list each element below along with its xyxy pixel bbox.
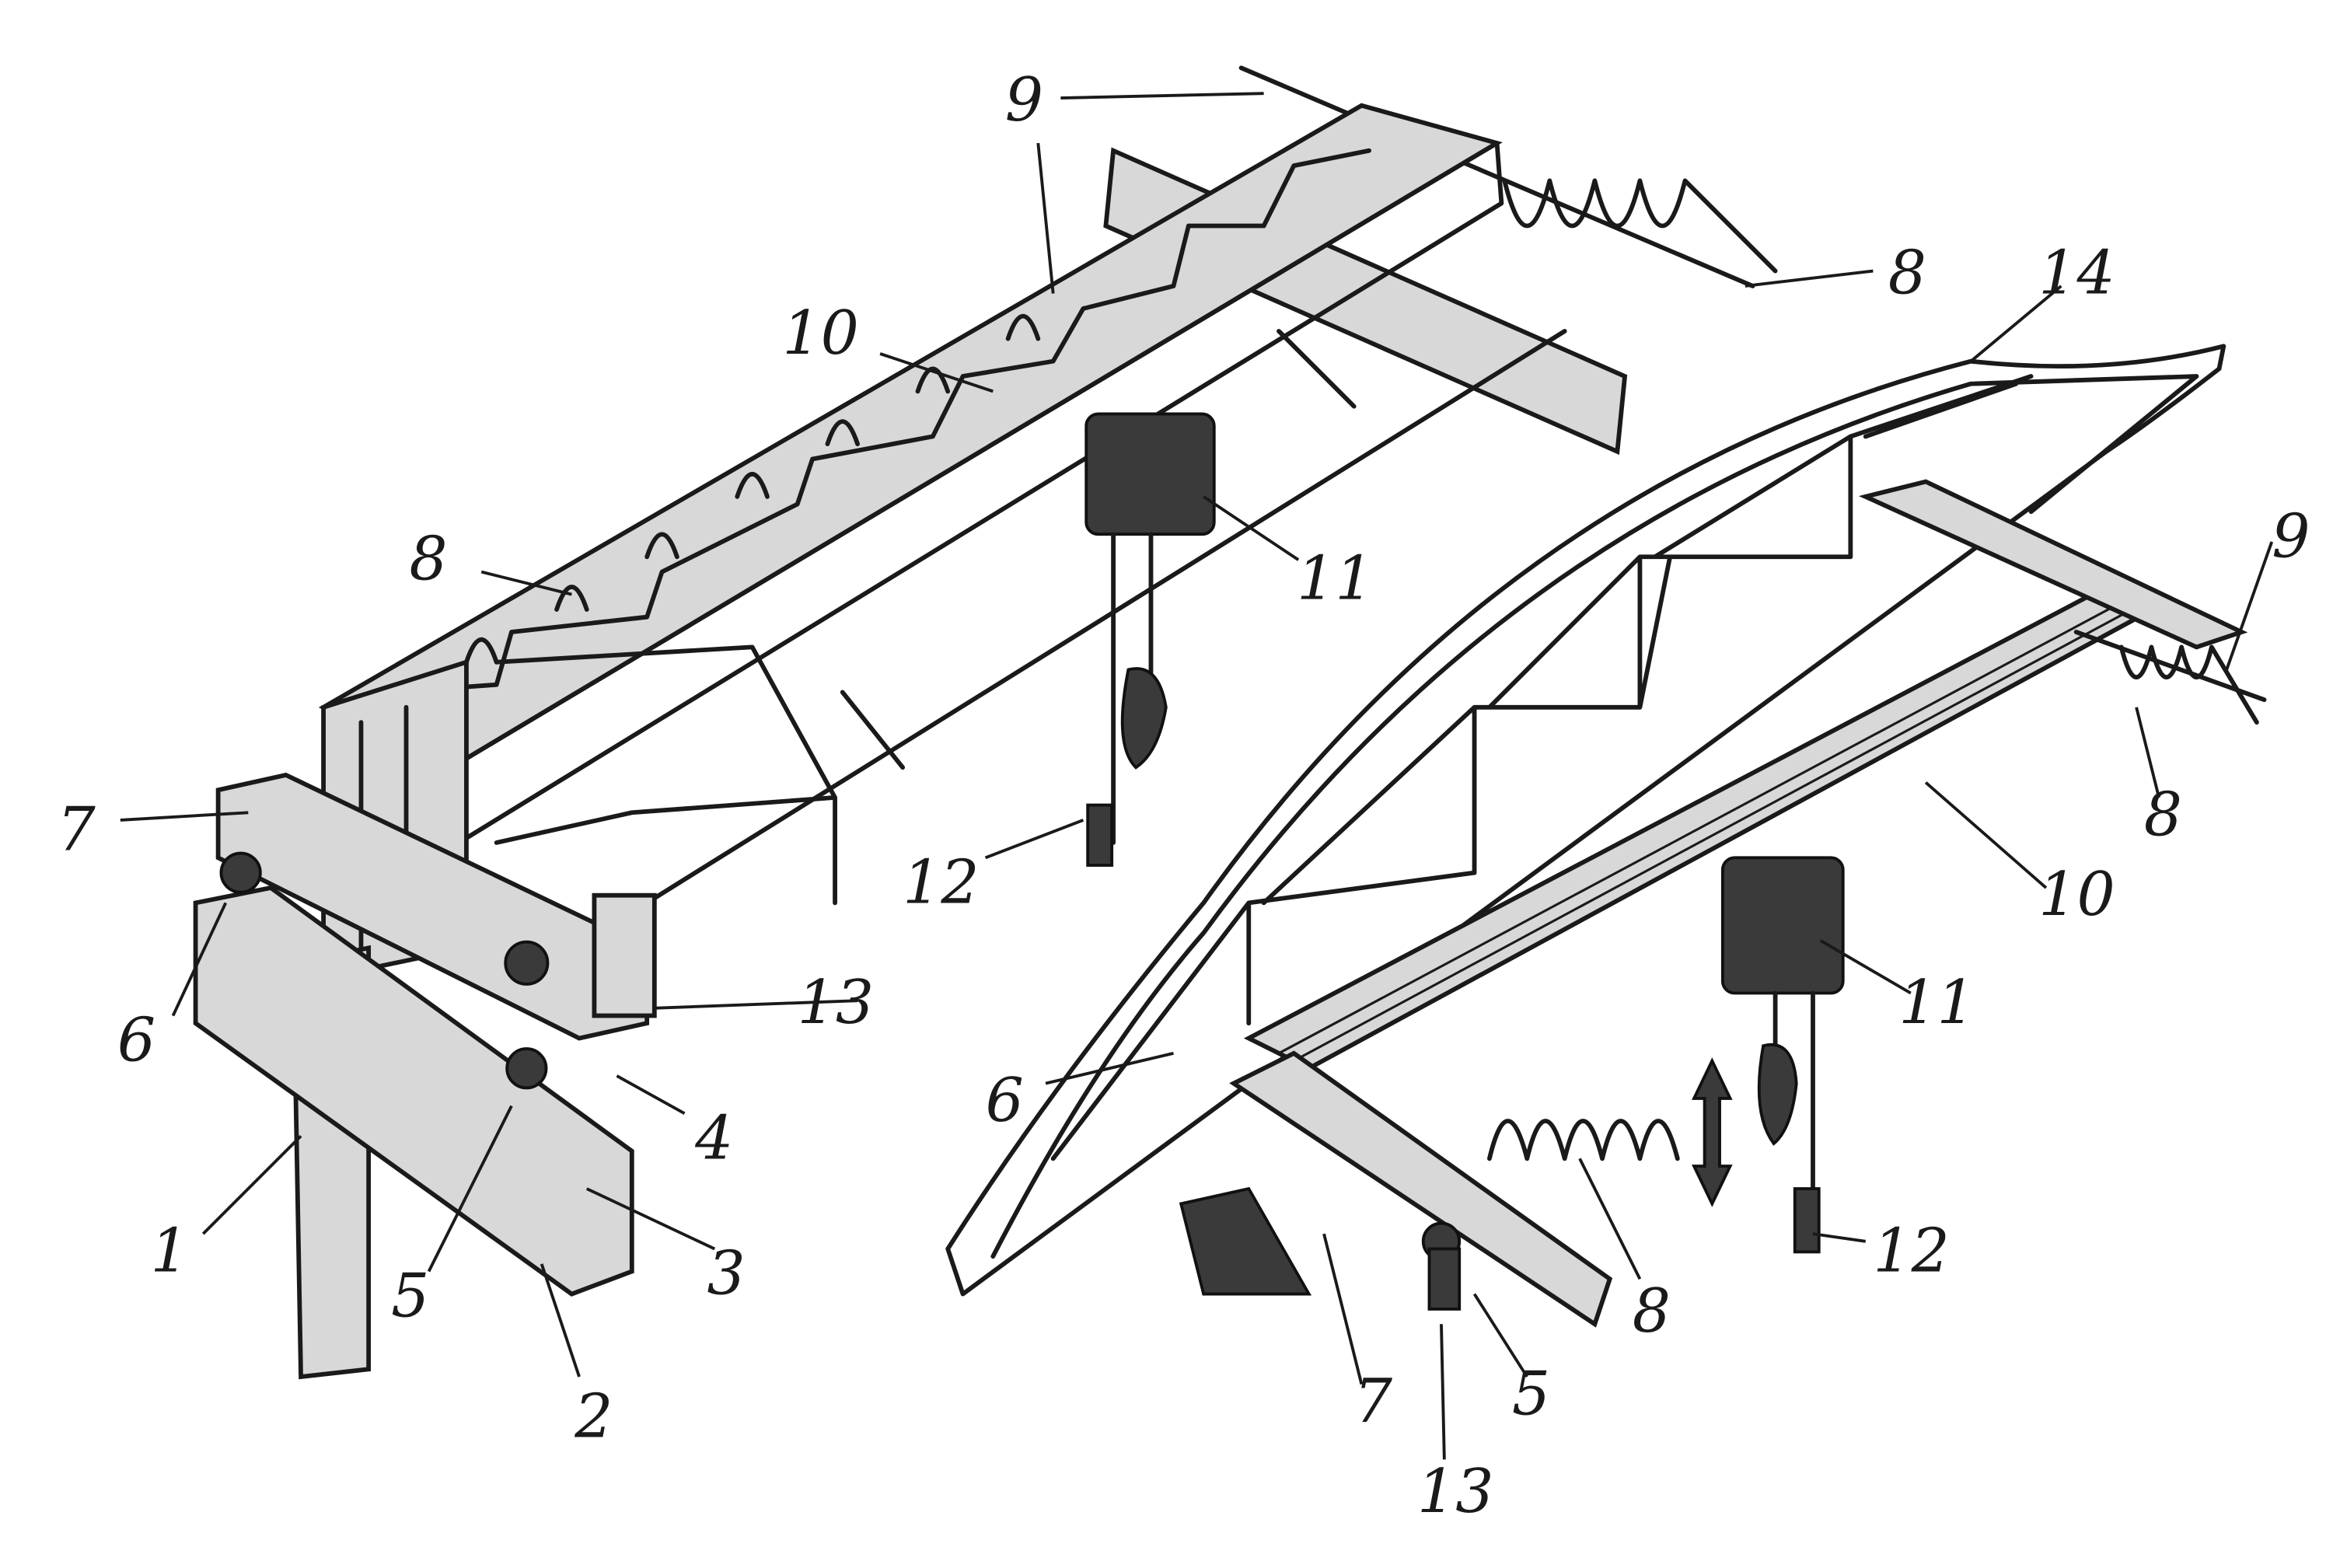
label-11: 11 bbox=[1898, 968, 1975, 1038]
wheel bbox=[219, 851, 262, 894]
label-2: 2 bbox=[574, 1381, 613, 1451]
label-7: 7 bbox=[1354, 1367, 1393, 1437]
label-8: 8 bbox=[1888, 239, 1926, 309]
part-labels: 9 10 8 11 7 12 13 6 4 3 5 1 2 8 14 9 8 1… bbox=[58, 65, 2310, 1527]
label-9: 9 bbox=[1005, 65, 1043, 135]
vertical-motion-arrow-icon bbox=[1692, 1057, 1733, 1207]
label-10: 10 bbox=[782, 299, 859, 368]
label-8: 8 bbox=[2144, 780, 2182, 850]
label-12: 12 bbox=[903, 847, 980, 917]
label-8: 8 bbox=[409, 524, 447, 594]
label-7: 7 bbox=[58, 795, 96, 865]
girder-truss bbox=[389, 148, 1371, 695]
label-4: 4 bbox=[694, 1103, 733, 1173]
single-girder-overhead-crane bbox=[193, 65, 1778, 1380]
drive-motor bbox=[592, 892, 657, 1018]
wheel bbox=[505, 1047, 548, 1090]
electric-hoist bbox=[1720, 856, 1845, 1254]
label-1: 1 bbox=[151, 1217, 189, 1287]
leader-lines bbox=[120, 92, 2274, 1460]
label-6: 6 bbox=[117, 1006, 155, 1076]
label-11: 11 bbox=[1297, 543, 1374, 613]
arch-truss bbox=[945, 344, 2227, 1297]
label-5: 5 bbox=[391, 1262, 429, 1332]
label-3: 3 bbox=[707, 1239, 746, 1309]
label-5: 5 bbox=[1512, 1359, 1550, 1429]
label-9: 9 bbox=[2272, 501, 2310, 571]
label-12: 12 bbox=[1873, 1217, 1950, 1287]
pendant-control bbox=[1793, 1187, 1821, 1254]
pendant-control bbox=[1086, 803, 1114, 867]
runway-rail bbox=[1858, 479, 2248, 650]
label-13: 13 bbox=[1417, 1457, 1493, 1527]
festoon-cable bbox=[1502, 178, 1778, 274]
label-14: 14 bbox=[2038, 239, 2115, 309]
label-10: 10 bbox=[2038, 860, 2115, 930]
runway-beam bbox=[193, 885, 634, 1297]
label-6: 6 bbox=[986, 1066, 1024, 1136]
label-13: 13 bbox=[798, 968, 875, 1038]
festoon-cable bbox=[1487, 1119, 1680, 1161]
truss-web bbox=[1050, 374, 2034, 1161]
runway-rail bbox=[1229, 1050, 1613, 1328]
label-8: 8 bbox=[1633, 1276, 1671, 1346]
electric-hoist bbox=[1084, 412, 1216, 867]
trussed-girder-overhead-crane bbox=[945, 344, 2267, 1328]
